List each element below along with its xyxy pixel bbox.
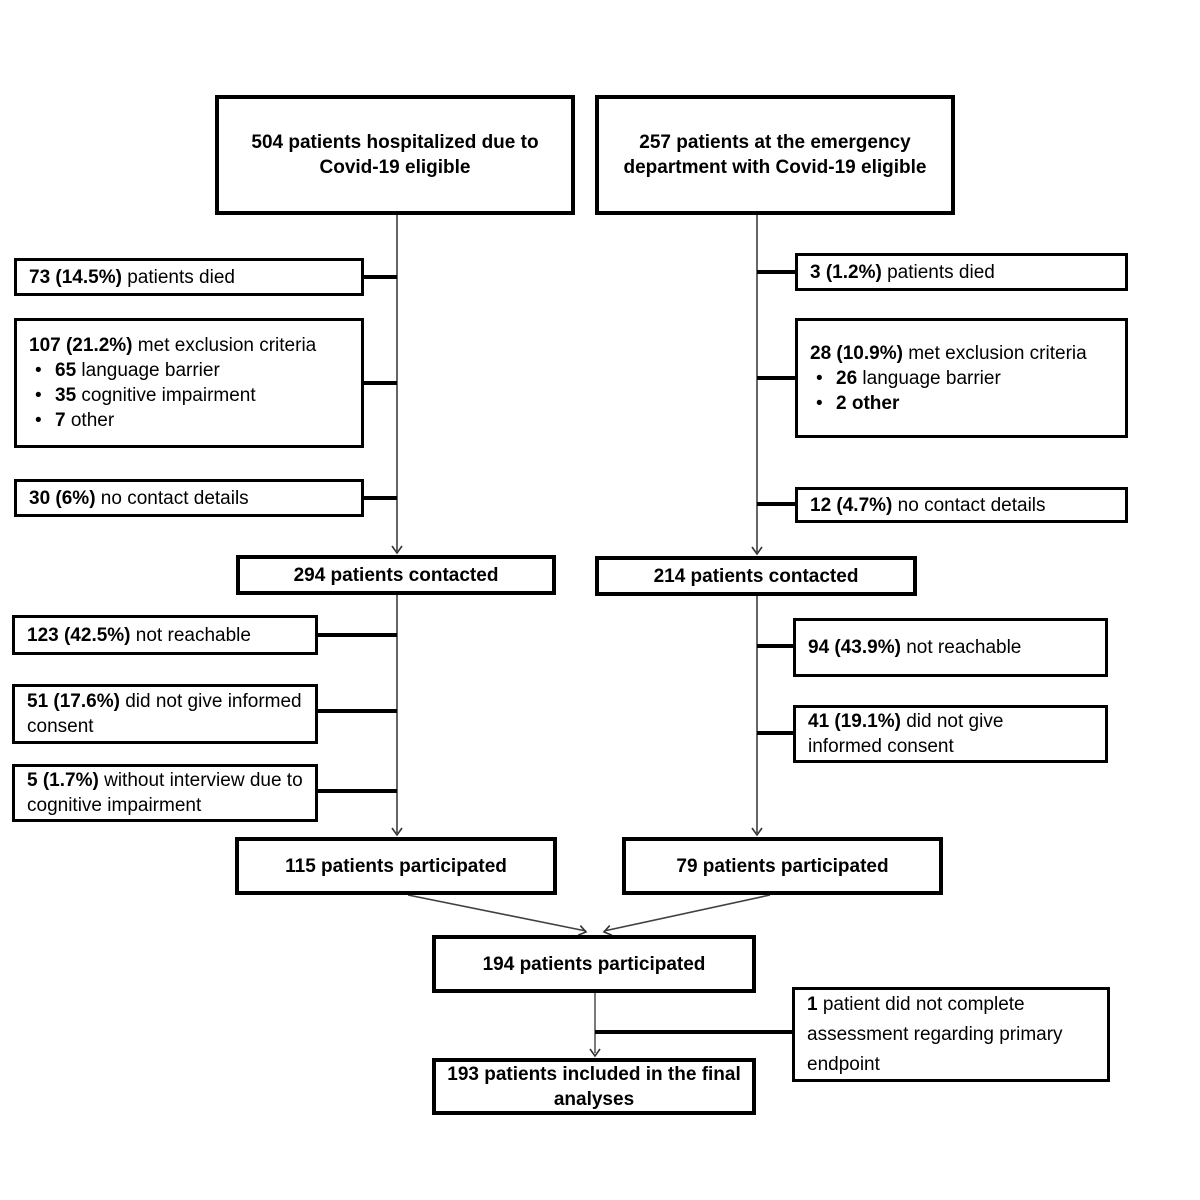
hospitalized-no-interview-text: 5 (1.7%) without interview due to cognit… — [27, 770, 303, 816]
emergency-eligible-text: 257 patients at the emergency department… — [623, 132, 927, 178]
hospitalized-no-contact-text: 30 (6%) no contact details — [29, 487, 249, 509]
exclusion-bullet: 7 other — [29, 408, 114, 433]
hospitalized-not-reachable-box: 123 (42.5%) not reachable — [12, 615, 318, 655]
hospitalized-died-text: 73 (14.5%) patients died — [29, 266, 235, 288]
hospitalized-exclusion-box: 107 (21.2%) met exclusion criteria 65 la… — [14, 318, 364, 448]
incomplete-assessment-text: 1 patient did not complete assessment re… — [807, 993, 1063, 1075]
hospitalized-participated-text: 115 patients participated — [285, 855, 507, 877]
incomplete-assessment-box: 1 patient did not complete assessment re… — [792, 987, 1110, 1082]
final-analyses-text: 193 patients included in the final analy… — [447, 1063, 741, 1110]
hospitalized-eligible-box: 504 patients hospitalized due to Covid-1… — [215, 95, 575, 215]
emergency-participated-text: 79 patients participated — [676, 855, 889, 877]
emergency-no-consent-text: 41 (19.1%) did not give informed consent — [808, 711, 1004, 757]
final-analyses-box: 193 patients included in the final analy… — [432, 1058, 756, 1115]
hospitalized-died-box: 73 (14.5%) patients died — [14, 258, 364, 296]
hospitalized-contacted-text: 294 patients contacted — [293, 564, 499, 586]
exclusion-bullet: 2 other — [810, 391, 899, 416]
combined-participated-box: 194 patients participated — [432, 935, 756, 993]
hospitalized-no-interview-box: 5 (1.7%) without interview due to cognit… — [12, 764, 318, 822]
exclusion-bullet: 65 language barrier — [29, 358, 220, 383]
hospitalized-not-reachable-text: 123 (42.5%) not reachable — [27, 624, 251, 646]
arrowheads — [391, 545, 763, 1058]
branch-stubs — [318, 270, 795, 1034]
exclusion-heading: 107 (21.2%) met exclusion criteria — [29, 335, 317, 356]
exclusion-bullet: 26 language barrier — [810, 366, 1001, 391]
exclusion-heading: 28 (10.9%) met exclusion criteria — [810, 342, 1087, 364]
emergency-contacted-text: 214 patients contacted — [653, 565, 859, 587]
emergency-died-text: 3 (1.2%) patients died — [810, 261, 995, 283]
combined-participated-text: 194 patients participated — [482, 953, 706, 975]
emergency-no-consent-box: 41 (19.1%) did not give informed consent — [793, 705, 1108, 763]
emergency-contacted-box: 214 patients contacted — [595, 556, 917, 596]
emergency-not-reachable-text: 94 (43.9%) not reachable — [808, 637, 1022, 658]
emergency-exclusion-box: 28 (10.9%) met exclusion criteria 26 lan… — [795, 318, 1128, 438]
hospitalized-participated-box: 115 patients participated — [235, 837, 557, 895]
hospitalized-no-consent-box: 51 (17.6%) did not give informed consent — [12, 684, 318, 744]
emergency-died-box: 3 (1.2%) patients died — [795, 253, 1128, 291]
emergency-eligible-box: 257 patients at the emergency department… — [595, 95, 955, 215]
emergency-no-contact-box: 12 (4.7%) no contact details — [795, 487, 1128, 523]
emergency-no-contact-text: 12 (4.7%) no contact details — [810, 494, 1046, 516]
hospitalized-no-contact-box: 30 (6%) no contact details — [14, 479, 364, 517]
exclusion-bullet: 35 cognitive impairment — [29, 383, 256, 408]
emergency-not-reachable-box: 94 (43.9%) not reachable — [793, 618, 1108, 677]
hospitalized-no-consent-text: 51 (17.6%) did not give informed consent — [27, 691, 302, 737]
hospitalized-contacted-box: 294 patients contacted — [236, 555, 556, 595]
emergency-participated-box: 79 patients participated — [622, 837, 943, 895]
hospitalized-eligible-text: 504 patients hospitalized due to Covid-1… — [251, 132, 539, 178]
